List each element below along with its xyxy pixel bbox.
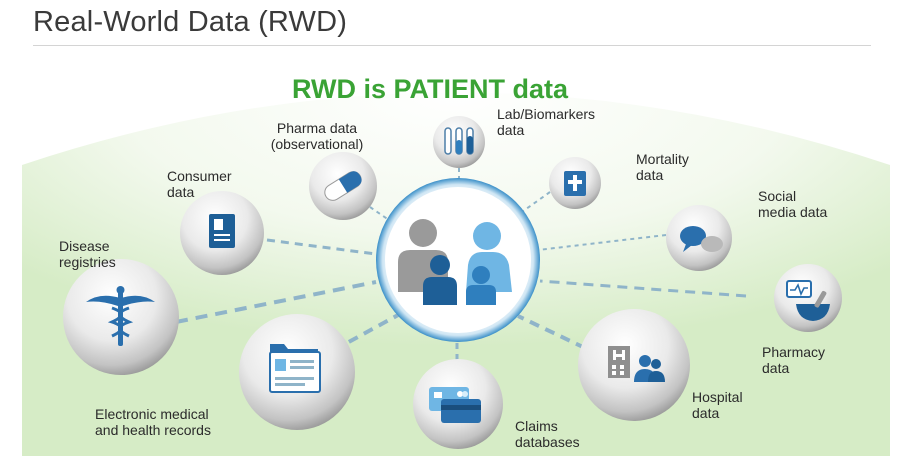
cross-document-icon [564,171,586,196]
label-disease: Disease registries [59,238,116,270]
connector-disease [175,280,377,324]
label-social: Social media data [758,188,828,220]
patient-family-icon [376,178,540,342]
badge-document-icon [209,214,235,248]
connector-ehr [333,312,401,352]
lab-node [433,116,485,168]
pill-capsule-icon [324,171,362,201]
title-divider [33,45,871,46]
consumer-node [180,191,264,275]
connector-social [537,234,667,251]
mortality-node [549,157,601,209]
connector-hospital [517,314,586,350]
label-mortality: Mortality data [636,151,689,183]
connector-consumer [266,238,377,256]
label-pharmacy: Pharmacy data [762,344,826,376]
label-consumer: Consumer data [167,168,232,200]
credit-card-icon [429,387,481,423]
label-claims: Claims databases [515,418,580,450]
connector-pharmacy [539,279,747,298]
label-lab: Lab/Biomarkers data [497,106,596,138]
caduceus-icon [86,286,155,346]
mortar-pestle-icon [786,280,830,321]
connector-pharma [369,206,400,228]
chat-bubbles-icon [680,226,723,252]
claims-node [413,359,503,449]
connector-mortality [504,191,551,225]
medical-folder-icon [269,344,321,393]
label-hospital: Hospital data [692,389,743,421]
hospital-node [578,309,690,421]
disease-node [63,259,179,375]
label-pharma: Pharma data (observational) [270,120,364,152]
slide-title: Real-World Data (RWD) [33,6,348,38]
pharmacy-node [774,264,842,332]
social-node [666,205,732,271]
pharma-node [309,152,377,220]
hospital-staff-icon [608,346,665,382]
ehr-node [239,314,355,430]
test-tubes-icon [444,127,474,155]
label-ehr: Electronic medical and health records [95,406,211,438]
diagram-heading: RWD is PATIENT data [292,74,569,104]
